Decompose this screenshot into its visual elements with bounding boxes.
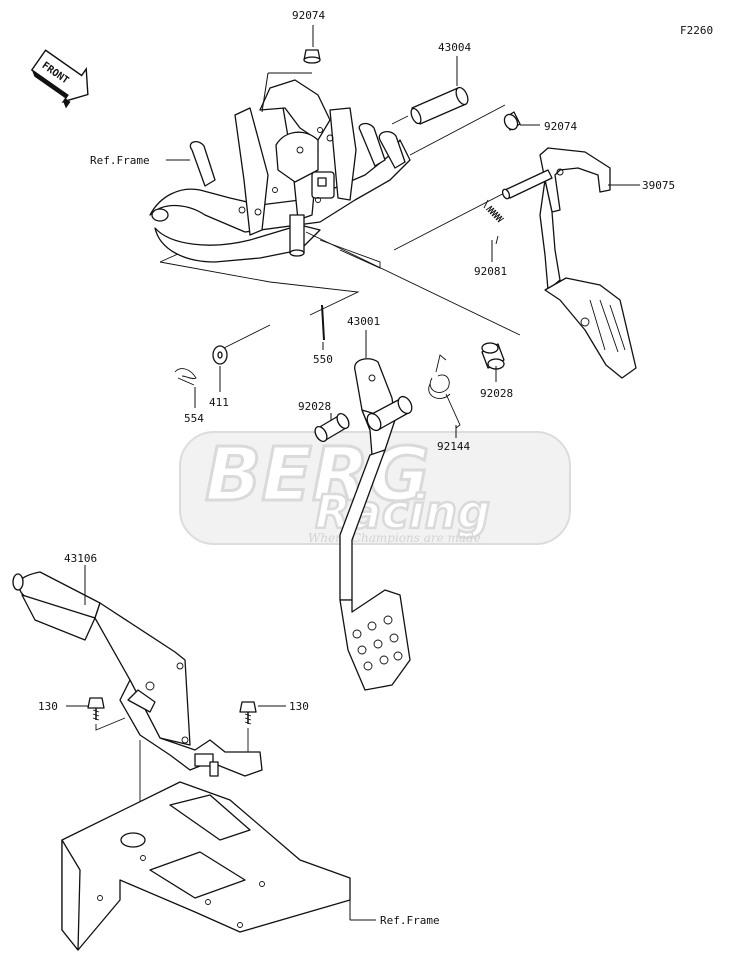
bolt-130-right — [239, 701, 257, 725]
accelerator-pedal-39075 — [501, 147, 637, 379]
label-92028-right: 92028 — [480, 387, 513, 400]
watermark-tagline: Where Champions are made — [308, 531, 481, 545]
bolt-130-left — [87, 697, 105, 721]
label-92074-right: 92074 — [544, 120, 577, 133]
pedal-pad-holes — [352, 615, 403, 671]
parking-brake-lever-43106 — [12, 571, 263, 777]
bushing-92028-right — [481, 342, 505, 370]
watermark-line1: BERG — [205, 432, 430, 518]
label-43004: 43004 — [438, 41, 471, 54]
cotter-pin-550 — [321, 304, 325, 341]
bushing-92028-left — [314, 412, 350, 443]
pivot-pin-43004 — [410, 86, 469, 125]
washer-411 — [212, 345, 228, 365]
diagram-code: F2260 — [680, 24, 713, 37]
label-550: 550 — [313, 353, 333, 366]
label-39075: 39075 — [642, 179, 675, 192]
cap-92074-top — [303, 49, 321, 64]
return-spring-92081 — [483, 199, 505, 245]
label-43106: 43106 — [64, 552, 97, 565]
front-arrow-badge: FRONT — [30, 49, 89, 109]
label-92081: 92081 — [474, 265, 507, 278]
torsion-spring-92144 — [428, 354, 461, 429]
label-92144: 92144 — [437, 440, 470, 453]
cap-92074-right — [503, 111, 521, 131]
brake-pedal-43001 — [339, 358, 413, 691]
label-130-right: 130 — [289, 700, 309, 713]
label-ref-frame-bottom: Ref.Frame — [380, 914, 440, 927]
clip-pin-554 — [174, 368, 197, 386]
label-92074-top: 92074 — [292, 9, 325, 22]
label-92028-left: 92028 — [298, 400, 331, 413]
label-130-left: 130 — [38, 700, 58, 713]
lower-frame-ref — [61, 781, 351, 951]
label-411: 411 — [209, 396, 229, 409]
label-43001: 43001 — [347, 315, 380, 328]
label-554: 554 — [184, 412, 204, 425]
watermark-logo: BERG Racing Where Champions are made — [179, 431, 571, 545]
label-ref-frame-top: Ref.Frame — [90, 154, 150, 167]
pedal-bracket-assembly — [149, 79, 411, 263]
